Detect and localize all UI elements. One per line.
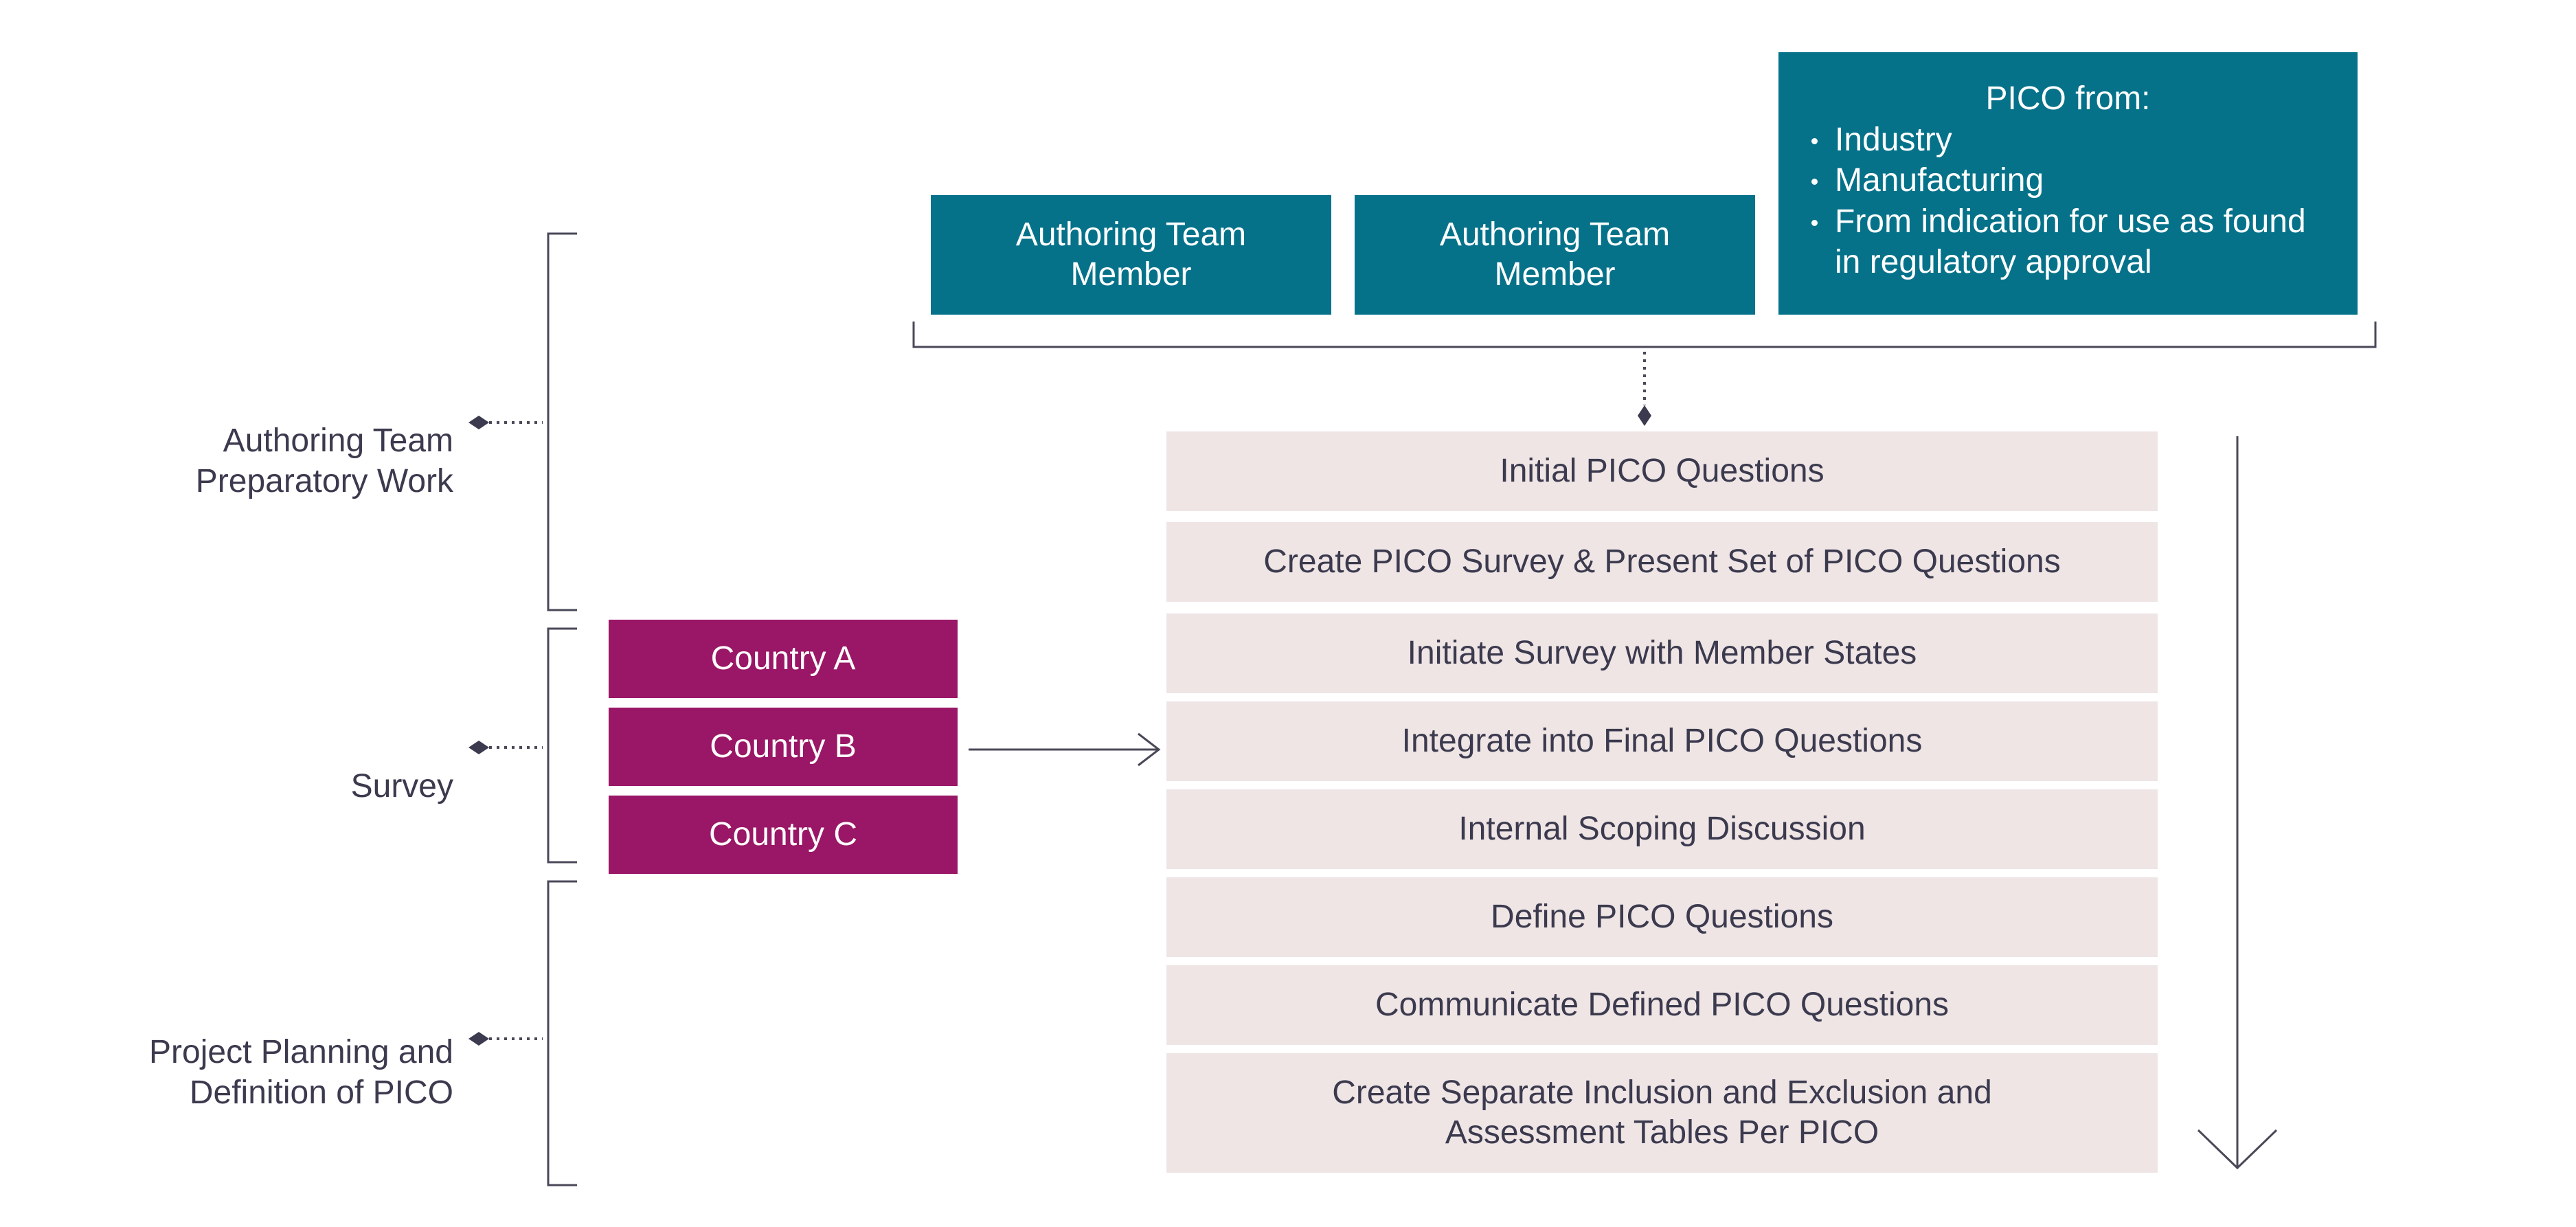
step-2-label: Create PICO Survey & Present Set of PICO… bbox=[1263, 543, 2061, 581]
phase-label-planning-text: Project Planning and Definition of PICO bbox=[149, 1033, 453, 1112]
step-8-box: Create Separate Inclusion and Exclusion … bbox=[1166, 1053, 2158, 1173]
phase-label-preparatory: Authoring Team Preparatory Work bbox=[179, 379, 453, 502]
authoring-team-member-label-1: Authoring Team Member bbox=[1015, 216, 1247, 293]
country-box-a: Country A bbox=[609, 620, 958, 698]
step-8-label: Create Separate Inclusion and Exclusion … bbox=[1332, 1074, 1992, 1151]
step-1-label: Initial PICO Questions bbox=[1500, 453, 1824, 490]
step-6-label: Define PICO Questions bbox=[1491, 899, 1833, 936]
pico-source-item: Manufacturing bbox=[1806, 160, 2330, 201]
pico-source-item: From indication for use as found in regu… bbox=[1806, 201, 2330, 283]
authoring-team-member-box-1: Authoring Team Member bbox=[931, 195, 1331, 315]
phase-bracket-planning bbox=[547, 880, 577, 1186]
step-3-box: Initiate Survey with Member States bbox=[1166, 614, 2158, 693]
country-label-a: Country A bbox=[710, 640, 856, 677]
top-group-bracket bbox=[912, 322, 2377, 348]
top-connector-diamond bbox=[1638, 405, 1651, 426]
step-3-label: Initiate Survey with Member States bbox=[1407, 635, 1917, 672]
country-label-c: Country C bbox=[708, 816, 858, 853]
phase-bracket-survey bbox=[547, 627, 577, 864]
phase-label-survey-text: Survey bbox=[350, 767, 453, 804]
step-4-box: Integrate into Final PICO Questions bbox=[1166, 701, 2158, 781]
step-6-box: Define PICO Questions bbox=[1166, 877, 2158, 957]
step-7-label: Communicate Defined PICO Questions bbox=[1375, 987, 1950, 1024]
pico-sources-list: Industry Manufacturing From indication f… bbox=[1806, 120, 2330, 283]
pico-sources-title: PICO from: bbox=[1985, 80, 2151, 117]
pico-sources-box: PICO from: Industry Manufacturing From i… bbox=[1778, 52, 2358, 315]
flow-arrowhead bbox=[2197, 1129, 2278, 1170]
phase-diamond-survey bbox=[468, 741, 489, 754]
phase-bracket-preparatory bbox=[547, 232, 577, 611]
step-5-label: Internal Scoping Discussion bbox=[1458, 811, 1866, 848]
phase-diamond-planning bbox=[468, 1032, 489, 1046]
step-7-box: Communicate Defined PICO Questions bbox=[1166, 965, 2158, 1045]
country-label-b: Country B bbox=[710, 728, 857, 765]
phase-label-preparatory-text: Authoring Team Preparatory Work bbox=[195, 422, 453, 500]
phase-label-survey: Survey bbox=[179, 725, 453, 807]
country-box-b: Country B bbox=[609, 708, 958, 786]
country-box-c: Country C bbox=[609, 796, 958, 874]
step-1-box: Initial PICO Questions bbox=[1166, 431, 2158, 511]
phase-label-planning: Project Planning and Definition of PICO bbox=[96, 991, 453, 1114]
phase-diamond-preparatory bbox=[468, 416, 489, 429]
step-2-box: Create PICO Survey & Present Set of PICO… bbox=[1166, 522, 2158, 602]
authoring-team-member-box-2: Authoring Team Member bbox=[1355, 195, 1755, 315]
step-4-label: Integrate into Final PICO Questions bbox=[1401, 723, 1923, 760]
authoring-team-member-label-2: Authoring Team Member bbox=[1439, 216, 1671, 293]
step-5-box: Internal Scoping Discussion bbox=[1166, 789, 2158, 869]
countries-arrowhead bbox=[1138, 732, 1161, 767]
pico-source-item: Industry bbox=[1806, 120, 2330, 161]
